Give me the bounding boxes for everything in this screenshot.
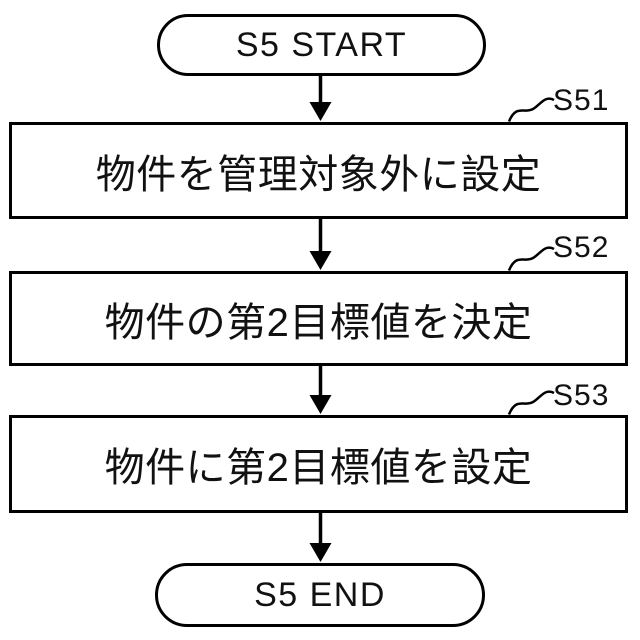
flow-arrow-s52-to-s53 — [309, 366, 332, 414]
flow-arrow-s51-to-s52 — [309, 219, 332, 270]
leader-line-s52 — [507, 246, 555, 272]
terminal-end: S5 END — [155, 563, 485, 627]
leader-line-s51 — [507, 97, 555, 123]
flow-arrow-s53-to-end — [309, 513, 332, 562]
flow-arrow-start-to-s51 — [309, 76, 332, 121]
step-id-label-s51: S51 — [553, 84, 610, 117]
process-step-s52: 物件の第2目標値を決定 — [9, 271, 628, 366]
process-step-s51: 物件を管理対象外に設定 — [9, 122, 628, 219]
step-id-label-s52: S52 — [553, 231, 610, 264]
leader-line-s53 — [507, 390, 555, 416]
process-step-s53: 物件に第2目標値を設定 — [9, 415, 628, 513]
terminal-start: S5 START — [157, 14, 486, 76]
step-id-label-s53: S53 — [553, 379, 610, 412]
